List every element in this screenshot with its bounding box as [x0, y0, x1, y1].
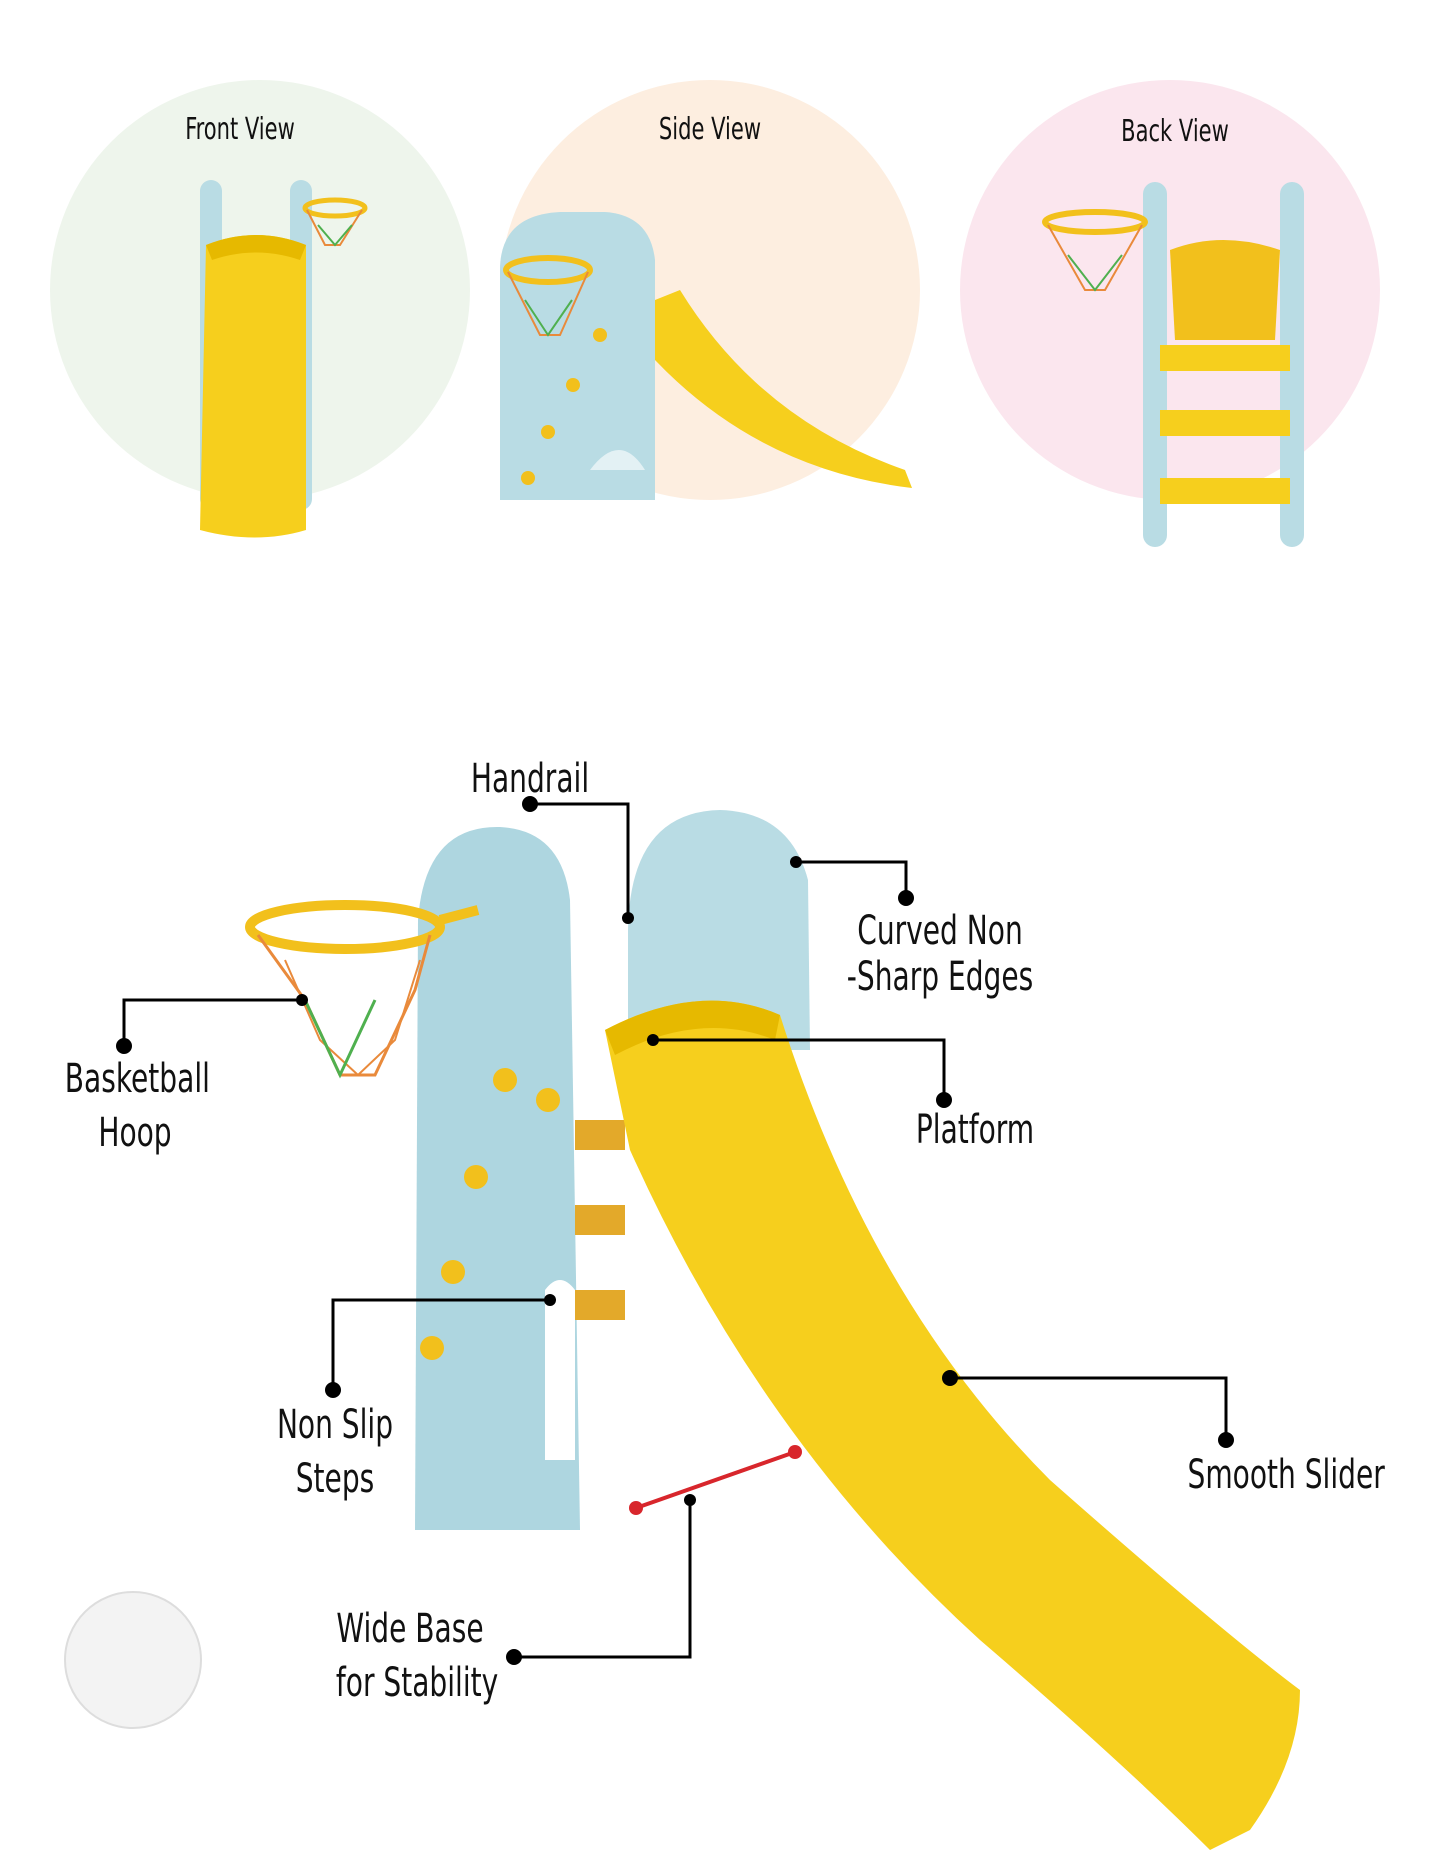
wide-base-marker [629, 1445, 802, 1515]
front-view-title: Front View [185, 112, 295, 147]
curved-edges-label: Curved Non -Sharp Edges [846, 908, 1034, 1000]
front-view-slide [200, 180, 368, 538]
callout-lines [122, 802, 1228, 1659]
back-view-slide [1042, 182, 1304, 547]
basketball-hoop-label: Basketball Hoop [64, 1056, 210, 1156]
side-view-title: Side View [658, 112, 762, 147]
main-slide [64, 810, 1300, 1850]
smooth-slider-label: Smooth Slider [1187, 1452, 1385, 1498]
non-slip-steps-label: Non Slip Steps [276, 1402, 394, 1502]
back-view-title: Back View [1121, 114, 1229, 149]
handrail-label: Handrail [470, 756, 590, 802]
side-view-slide [500, 212, 912, 500]
platform-label: Platform [915, 1107, 1035, 1153]
callout-dots [116, 796, 1234, 1665]
wide-base-label: Wide Base for Stability [335, 1606, 499, 1706]
